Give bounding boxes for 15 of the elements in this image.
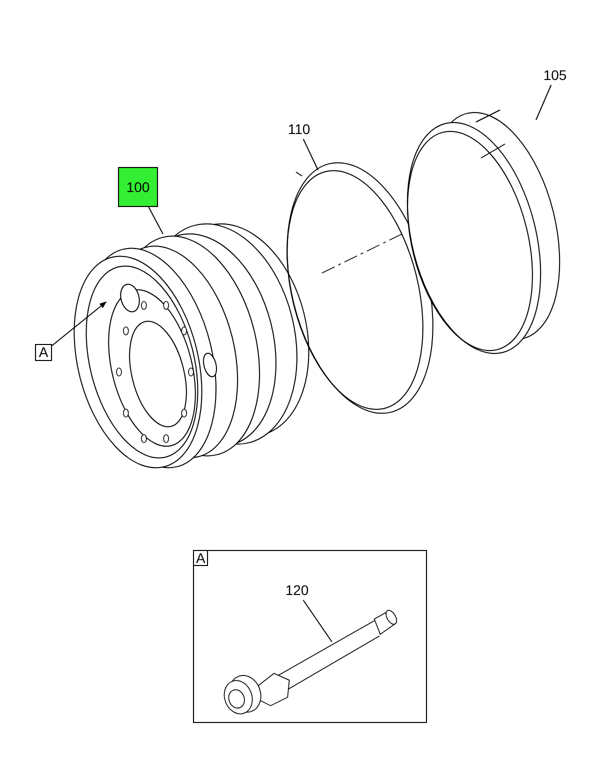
detail-view-panel: [193, 550, 427, 723]
wheel-rim-drawing: [74, 223, 310, 468]
arrow: [52, 302, 107, 346]
side-ring-drawing: [407, 110, 560, 354]
leader-line: [148, 206, 164, 234]
callout-number: 120: [284, 582, 310, 600]
view-reference-label: A: [35, 344, 52, 361]
leader-line: [302, 600, 332, 642]
valve-stem-drawing: [224, 610, 398, 714]
callout-number: 105: [542, 67, 568, 85]
detail-view-label: A: [194, 551, 208, 566]
callout-number: 110: [286, 121, 312, 139]
callout-number: 100: [118, 167, 158, 207]
leader-line: [302, 138, 318, 170]
leader-line: [536, 84, 552, 120]
